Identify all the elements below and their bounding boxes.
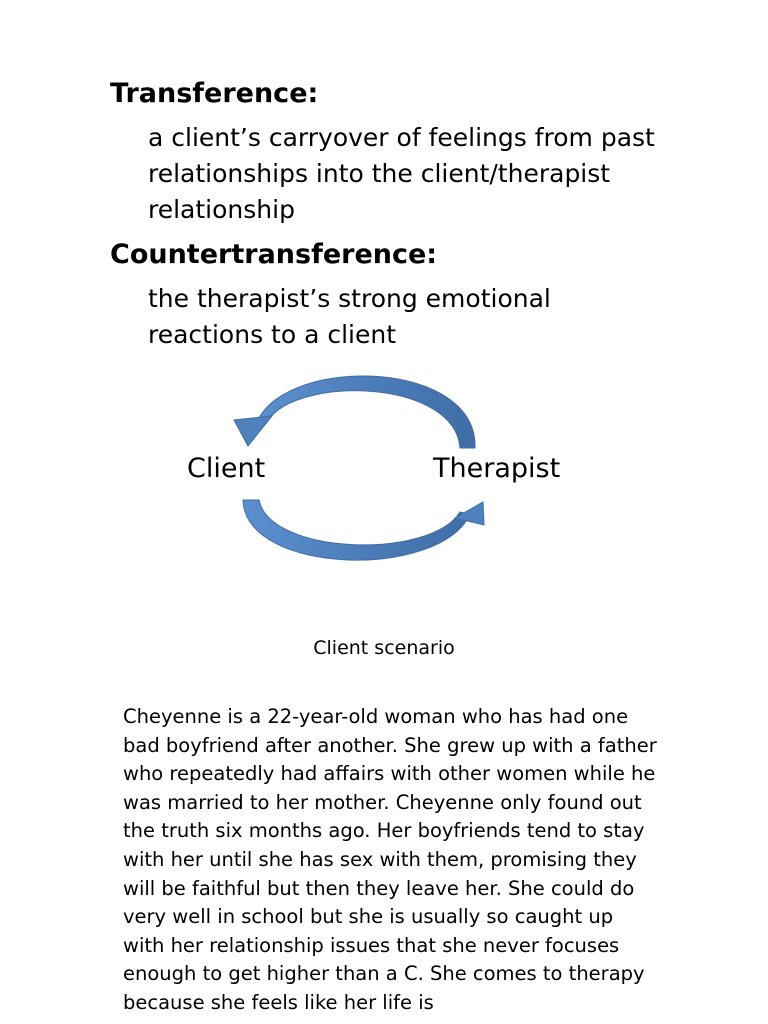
definition-countertransference: the therapist’s strong emotional reactio… xyxy=(148,284,551,349)
arrow-therapist-to-client xyxy=(233,375,476,449)
term-countertransference: Countertransference: xyxy=(110,239,438,270)
cycle-diagram xyxy=(233,375,485,561)
definition-transference: a client’s carryover of feelings from pa… xyxy=(148,123,655,224)
client-label: Client xyxy=(187,453,266,484)
therapist-label: Therapist xyxy=(433,453,561,484)
scenario-caption: Client scenario xyxy=(313,637,455,659)
scenario-text: Cheyenne is a 22-year-old woman who has … xyxy=(123,705,657,1014)
term-transference: Transference: xyxy=(110,78,319,109)
arrow-client-to-therapist xyxy=(242,499,485,561)
